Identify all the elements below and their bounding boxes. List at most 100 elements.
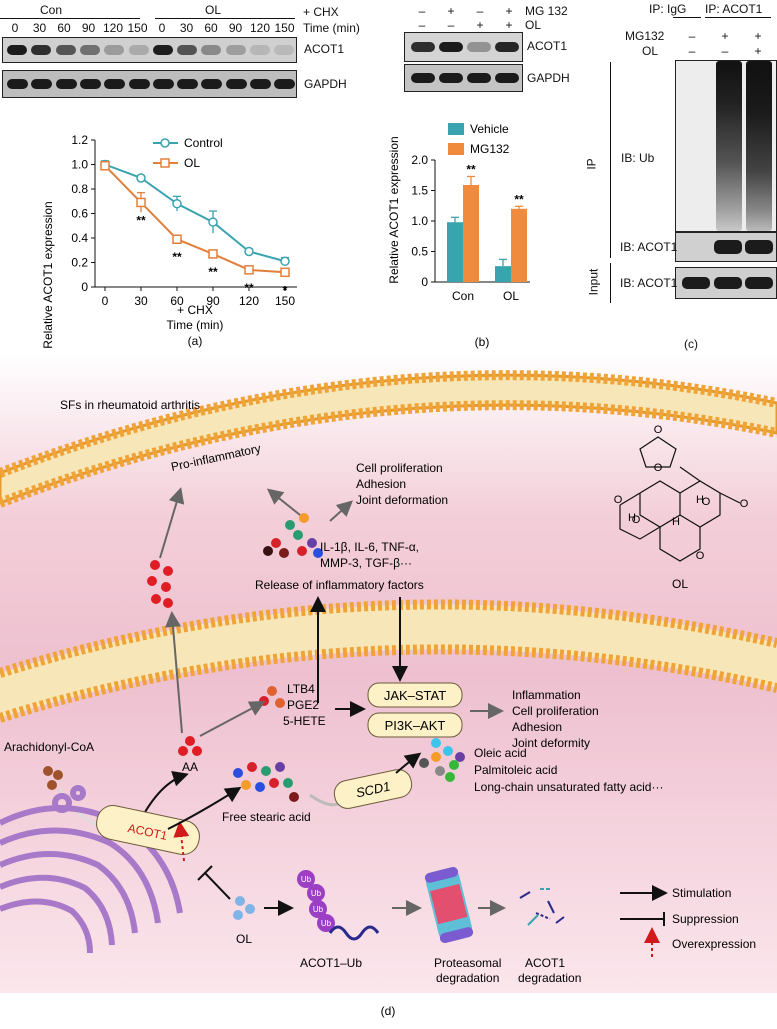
atom-label-3: O bbox=[702, 496, 711, 508]
band bbox=[714, 277, 742, 289]
y-tick-label-b: 2.0 bbox=[411, 153, 428, 167]
gapdh-band-b bbox=[439, 73, 463, 83]
dot bbox=[247, 762, 257, 772]
factors-line2: MMP-3, TGF-β··· bbox=[320, 556, 412, 570]
atom-label-5: O bbox=[696, 550, 705, 562]
time-tick-10: 120 bbox=[249, 21, 271, 35]
lower-membrane bbox=[0, 599, 777, 723]
legend-suppression: Suppression bbox=[672, 912, 739, 926]
acot1-band-b bbox=[495, 42, 519, 52]
dot bbox=[269, 778, 279, 788]
band bbox=[745, 277, 773, 289]
gapdh-band-a bbox=[7, 79, 28, 89]
outcome-mid-1: Cell proliferation bbox=[512, 704, 599, 718]
proteasome bbox=[424, 867, 474, 943]
ib-acot1-input-label: IB: ACOT1 bbox=[620, 276, 678, 290]
dot bbox=[449, 760, 459, 770]
dot bbox=[151, 594, 161, 604]
gapdh-band-a bbox=[31, 79, 53, 89]
chart-b-bar: Relative ACOT1 expression 00.51.01.52.0 … bbox=[387, 122, 530, 349]
inflammatory-factor-dots bbox=[263, 513, 323, 558]
dot bbox=[275, 762, 285, 772]
legend-ol-label: OL bbox=[184, 156, 200, 170]
gapdh-band-b bbox=[495, 73, 519, 83]
point-control bbox=[136, 173, 146, 183]
acot1-protein-squiggle bbox=[328, 925, 380, 941]
caption-c: (c) bbox=[684, 337, 698, 351]
dot bbox=[279, 548, 289, 558]
y-tick-label-b: 1.0 bbox=[411, 214, 428, 228]
point-ol bbox=[280, 267, 290, 278]
atom-label-1: O bbox=[614, 494, 623, 506]
dot bbox=[163, 598, 173, 608]
dot bbox=[431, 752, 441, 762]
time-tick-3: 90 bbox=[81, 21, 96, 35]
significance-mark: * bbox=[283, 283, 288, 297]
y-tick-label-b: 0.5 bbox=[411, 245, 428, 259]
ip-acot1-line bbox=[705, 17, 771, 18]
product-0: Oleic acid bbox=[474, 746, 527, 760]
gapdh-row-label: GAPDH bbox=[304, 77, 347, 91]
legend-swatch-mg132 bbox=[448, 143, 464, 155]
proteasomal-label-2: degradation bbox=[436, 971, 499, 985]
pi3k-akt-label: PI3K–AKT bbox=[385, 718, 446, 733]
acot1-band-b bbox=[467, 42, 491, 52]
arrow-aa-up bbox=[165, 611, 183, 734]
acot1-band-a bbox=[104, 45, 125, 55]
gapdh-band-a bbox=[104, 79, 126, 89]
atom-label-8: H bbox=[672, 516, 680, 528]
mg132-sign-1: + bbox=[447, 4, 455, 18]
aa-derived-dots bbox=[147, 560, 173, 608]
ip-igg-label: IP: IgG bbox=[649, 2, 687, 16]
time-tick-5: 150 bbox=[127, 21, 148, 35]
group-con-label: Con bbox=[40, 3, 63, 17]
free-stearic-label: Free stearic acid bbox=[222, 810, 311, 824]
mg132-row-label: MG 132 bbox=[525, 4, 568, 18]
time-tick-1: 30 bbox=[32, 21, 47, 35]
mediator-ltb4: LTB4 bbox=[287, 682, 315, 696]
factors-line1: IL-1β, IL-6, TNF-α, bbox=[320, 540, 419, 554]
legend-label-vehicle: Vehicle bbox=[470, 122, 509, 136]
ol-structure bbox=[619, 436, 741, 562]
arrow-acot1-to-stearic bbox=[167, 786, 242, 830]
dot bbox=[455, 752, 465, 762]
dot bbox=[53, 770, 63, 780]
jak-stat-label: JAK–STAT bbox=[384, 688, 446, 703]
ubiquitin-label-2: Ub bbox=[313, 905, 324, 914]
point-control bbox=[208, 217, 218, 227]
product-2: Long-chain unsaturated fatty acid··· bbox=[474, 780, 663, 794]
y-tick-label: 1.2 bbox=[71, 133, 88, 147]
legend-swatch-vehicle bbox=[448, 123, 464, 135]
dot bbox=[307, 538, 317, 548]
scd1-label: SCD1 bbox=[355, 779, 392, 801]
gapdh-band-b bbox=[411, 73, 435, 83]
acot1-band-a bbox=[152, 45, 173, 55]
legend-control-label: Control bbox=[184, 136, 223, 150]
dot bbox=[192, 746, 202, 756]
arrow-factors-to-pro bbox=[266, 488, 301, 516]
acot1-row-label: ACOT1 bbox=[304, 42, 345, 56]
gapdh-band-a bbox=[201, 79, 223, 89]
degradation-fragments bbox=[519, 888, 565, 926]
ubiquitin-label-0: Ub bbox=[301, 875, 312, 884]
y-axis-label: Relative ACOT1 expression bbox=[41, 201, 55, 348]
y-tick-label: 0.8 bbox=[71, 182, 88, 196]
dot bbox=[283, 778, 293, 788]
x-axis-extra-label: + CHX bbox=[177, 303, 213, 317]
treatment-label: + CHX bbox=[303, 5, 339, 19]
time-tick-7: 30 bbox=[179, 21, 194, 35]
dot bbox=[289, 792, 299, 802]
acot1-band-a bbox=[177, 45, 198, 55]
outcome-top-0: Cell proliferation bbox=[356, 461, 443, 475]
group-con-line bbox=[0, 18, 140, 19]
point-control bbox=[280, 256, 290, 267]
y-tick-label: 1.0 bbox=[71, 158, 88, 172]
arachidonyl-label: Arachidonyl-CoA bbox=[4, 740, 94, 754]
acot1-ip-blot bbox=[675, 232, 777, 262]
outcome-mid-2: Adhesion bbox=[512, 720, 562, 734]
legend-stimulation: Stimulation bbox=[672, 886, 731, 900]
time-tick-8: 60 bbox=[204, 21, 218, 35]
outcome-top-1: Adhesion bbox=[356, 477, 406, 491]
ol-sign-2: + bbox=[476, 18, 484, 32]
